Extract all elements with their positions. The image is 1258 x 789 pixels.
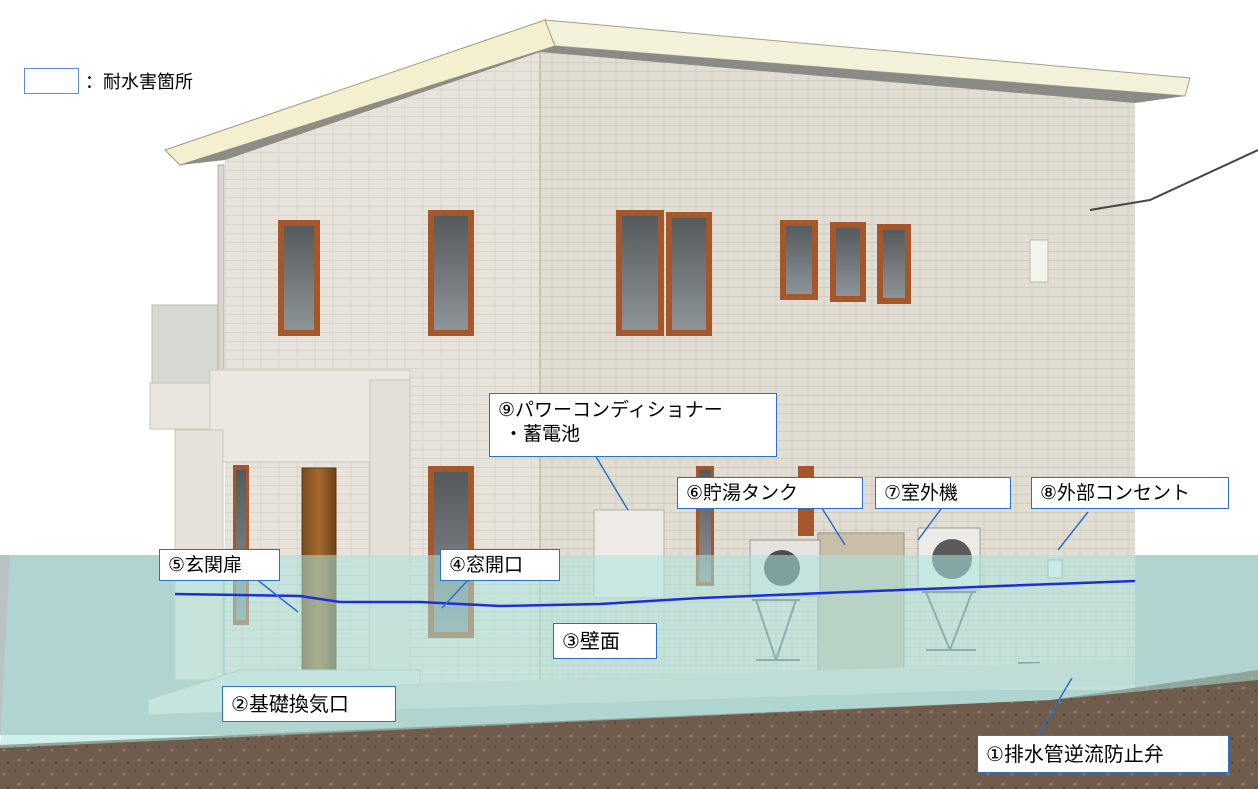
- callout-text-line1: ⑨パワーコンディショナー: [498, 399, 723, 421]
- callout-backflow-valve: ①排水管逆流防止弁: [977, 735, 1229, 773]
- callout-text: ③壁面: [562, 629, 620, 653]
- wall-light: [1029, 239, 1049, 283]
- callout-power-conditioner-battery: ⑨パワーコンディショナー ・蓄電池: [489, 393, 777, 457]
- utility-wire: [1089, 149, 1258, 211]
- legend: ：耐水害箇所: [24, 66, 193, 96]
- callout-text: ④窓開口: [449, 554, 524, 576]
- callout-text: ②基礎換気口: [231, 692, 349, 716]
- callout-text: ⑧外部コンセント: [1040, 482, 1191, 504]
- soil-ground: [0, 670, 1258, 789]
- callout-wall: ③壁面: [553, 623, 657, 659]
- callout-hot-water-tank: ⑥貯湯タンク: [677, 477, 863, 509]
- callout-text: ⑤玄関扉: [168, 554, 243, 576]
- callout-leaders: [254, 454, 1089, 736]
- side-facade: [540, 45, 1135, 690]
- callout-entrance-door: ⑤玄関扉: [159, 549, 280, 581]
- callout-outdoor-outlet: ⑧外部コンセント: [1031, 477, 1229, 509]
- callout-window-opening: ④窓開口: [440, 549, 560, 581]
- legend-swatch: [24, 68, 79, 94]
- callout-outdoor-unit: ⑦室外機: [875, 477, 1011, 509]
- callout-foundation-vent: ②基礎換気口: [222, 686, 396, 722]
- upper-windows: [278, 210, 911, 336]
- roof-underside-front: [180, 46, 555, 165]
- callout-text: ①排水管逆流防止弁: [986, 742, 1164, 766]
- gutter-downspout: [217, 164, 225, 376]
- callout-text-line2: ・蓄電池: [504, 423, 581, 445]
- callout-text: ⑦室外機: [884, 482, 959, 504]
- callout-text: ⑥貯湯タンク: [686, 482, 799, 504]
- flood-level-line: [174, 579, 1136, 608]
- roof-underside: [540, 46, 1185, 103]
- legend-label: ：耐水害箇所: [85, 72, 193, 93]
